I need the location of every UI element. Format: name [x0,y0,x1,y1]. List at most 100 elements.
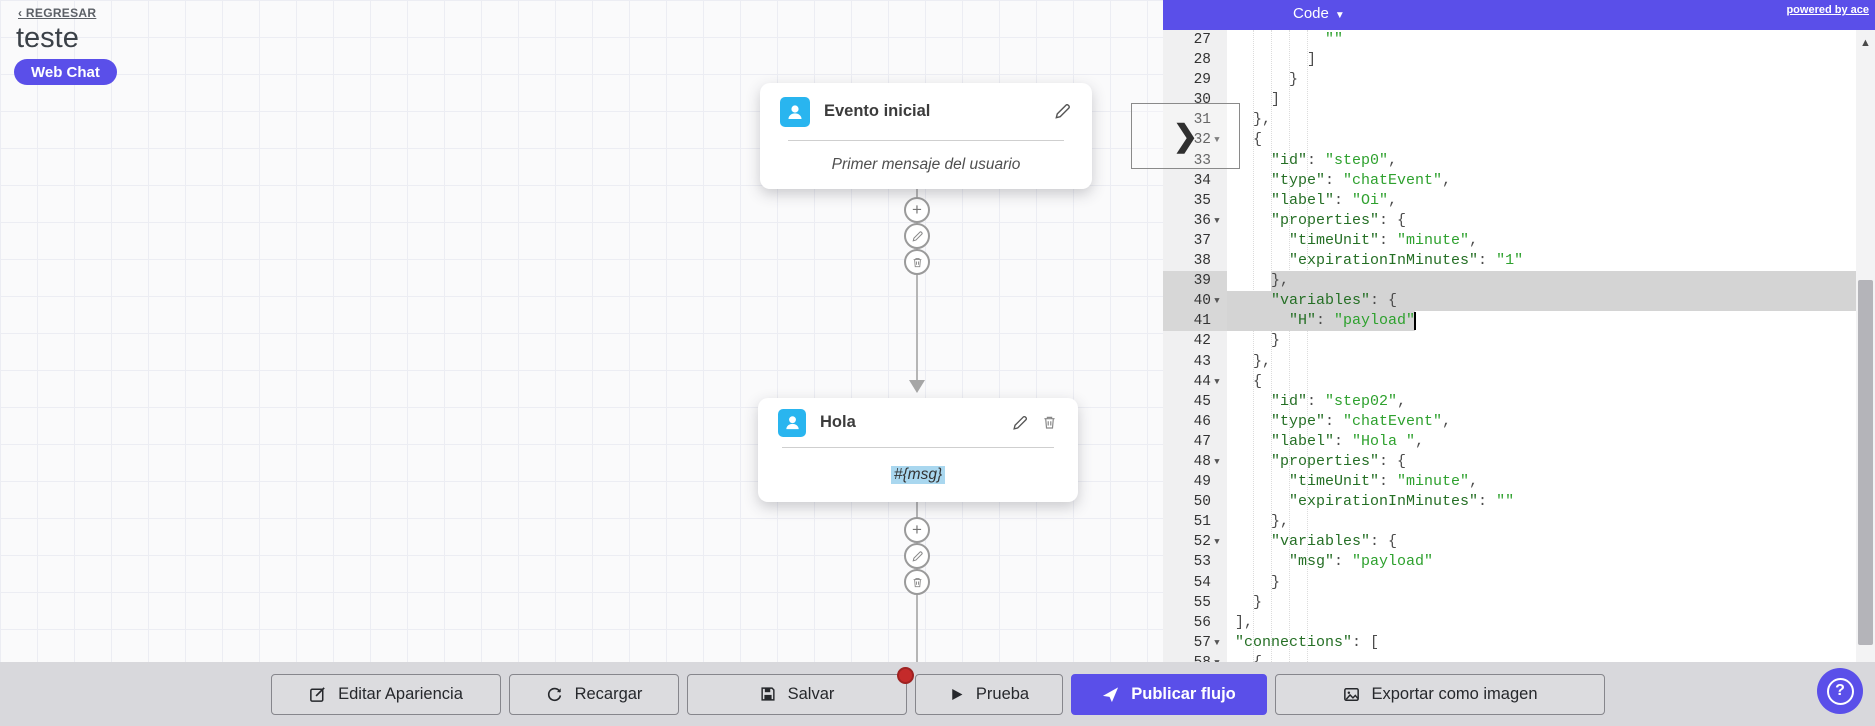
fold-arrow-icon[interactable]: ▼ [1214,296,1220,307]
code-line[interactable]: { [1235,372,1263,390]
code-line[interactable]: "properties": { [1271,452,1407,470]
code-line[interactable]: "type": "chatEvent", [1271,171,1452,189]
gutter-line-number: 37 [1193,232,1211,249]
node-evento-inicial[interactable]: Evento inicial Primer mensaje del usuari… [760,83,1092,189]
gutter-line-number: 36▼ [1163,211,1227,231]
code-line[interactable]: } [1235,332,1281,350]
scrollbar-thumb[interactable] [1858,280,1873,645]
node-hola[interactable]: Hola #{msg} [758,398,1078,502]
code-editor-area[interactable]: "" ] } ] }, { "id": "step0", "type": "ch… [1227,30,1856,662]
user-icon [780,96,810,127]
connector-delete-button[interactable] [904,569,930,595]
image-icon [1342,685,1361,704]
code-line[interactable]: } [1235,71,1299,89]
gutter-line-number: 46 [1193,413,1211,430]
code-line[interactable]: "label": "Hola ", [1271,432,1425,450]
code-line[interactable]: "timeUnit": "minute", [1289,231,1479,249]
gutter-line-number: 56 [1193,614,1211,631]
code-mode-dropdown[interactable]: Code▼ [1293,5,1345,22]
code-line[interactable]: "properties": { [1271,211,1407,229]
code-line[interactable]: } [1235,573,1281,591]
page-title: teste [16,22,79,54]
code-line[interactable]: ] [1235,91,1281,109]
test-button[interactable]: Prueba [914,673,1063,715]
code-line[interactable]: "id": "step0", [1271,151,1398,169]
code-line[interactable]: }, [1235,111,1272,129]
gutter-line-number: 57▼ [1163,633,1227,653]
fold-arrow-icon[interactable]: ▼ [1214,637,1220,648]
code-line[interactable]: }, [1235,352,1272,370]
back-link[interactable]: ‹ REGRESAR [18,6,97,20]
pencil-icon [912,550,923,561]
connector-line [916,189,918,385]
code-line[interactable]: ], [1235,613,1254,631]
edit-node-button[interactable] [1011,414,1029,432]
gutter-line-number: 34 [1193,172,1211,189]
edit-node-button[interactable] [1053,102,1072,121]
code-line[interactable]: "variables": { [1227,291,1856,312]
help-button[interactable]: ? [1817,668,1863,714]
plus-icon: + [912,519,922,539]
fold-arrow-icon[interactable]: ▼ [1214,376,1220,387]
delete-node-button[interactable] [1041,414,1058,431]
code-line[interactable]: "id": "step02", [1271,392,1407,410]
code-line[interactable]: "expirationInMinutes": "1" [1289,252,1524,270]
code-line[interactable]: { [1227,653,1856,662]
code-line[interactable]: "" [1325,31,1344,48]
code-line[interactable]: }, [1227,271,1856,292]
gutter-line-number: 42 [1193,333,1211,350]
code-line[interactable]: { [1235,131,1263,149]
fold-arrow-icon[interactable]: ▼ [1214,135,1220,146]
gutter-line-number: 40▼ [1163,291,1227,312]
fold-arrow-icon[interactable]: ▼ [1214,215,1220,226]
button-label: Recargar [574,684,643,703]
connector-edit-button[interactable] [904,543,930,569]
trash-icon [913,577,921,587]
code-line[interactable]: "timeUnit": "minute", [1289,473,1479,491]
code-line[interactable]: }, [1235,513,1290,531]
connector-add-button[interactable]: + [904,517,930,543]
code-line[interactable]: "variables": { [1271,533,1398,551]
connector-delete-button[interactable] [904,249,930,275]
save-icon [759,685,777,703]
code-line[interactable]: "type": "chatEvent", [1271,412,1452,430]
code-line[interactable]: "msg": "payload" [1289,553,1434,571]
gutter-line-number: 27 [1193,32,1211,48]
fold-arrow-icon[interactable]: ▼ [1214,537,1220,548]
code-line[interactable]: "label": "Oi", [1271,191,1398,209]
powered-by-ace-link[interactable]: powered by ace [1786,4,1869,16]
code-line[interactable]: "H": "payload" [1227,311,1856,332]
node-title: Hola [820,413,856,431]
collapse-code-panel-button[interactable]: ❯ [1131,103,1240,169]
export-button[interactable]: Exportar como imagen [1274,673,1605,715]
gutter-line-number: 55 [1193,594,1211,611]
gutter-line-number: 44▼ [1163,372,1227,392]
scroll-up-arrow-icon[interactable]: ▲ [1860,37,1871,49]
publish-button[interactable]: Publicar flujo [1070,673,1267,715]
connector-add-button[interactable]: + [904,197,930,223]
trash-icon [913,257,921,267]
chevron-right-icon: ❯ [1172,119,1199,153]
gutter-line-number: 28 [1193,52,1211,69]
code-line[interactable]: } [1235,593,1263,611]
code-line[interactable]: "connections": [ [1235,633,1380,651]
gutter-line-number: 51 [1193,514,1211,531]
connector-edit-button[interactable] [904,223,930,249]
code-line[interactable]: "expirationInMinutes": "" [1289,493,1515,511]
edit-appearance-button[interactable]: Editar Apariencia [270,673,501,715]
gutter-line-number: 35 [1193,192,1211,209]
reload-button[interactable]: Recargar [508,673,679,715]
node-title: Evento inicial [824,102,931,120]
flow-canvas[interactable]: ‹ REGRESAR teste Web Chat + + Even [0,0,1163,662]
gutter-line-number: 30 [1193,92,1211,109]
fold-arrow-icon[interactable]: ▼ [1214,456,1220,467]
gutter-line-number: 41 [1163,311,1227,332]
gutter-line-number: 52▼ [1163,532,1227,552]
code-line[interactable]: ] [1235,51,1317,69]
code-scrollbar[interactable]: ▲ [1856,30,1875,662]
connector-arrow-icon [909,380,925,393]
save-button[interactable]: Salvar [686,666,914,715]
